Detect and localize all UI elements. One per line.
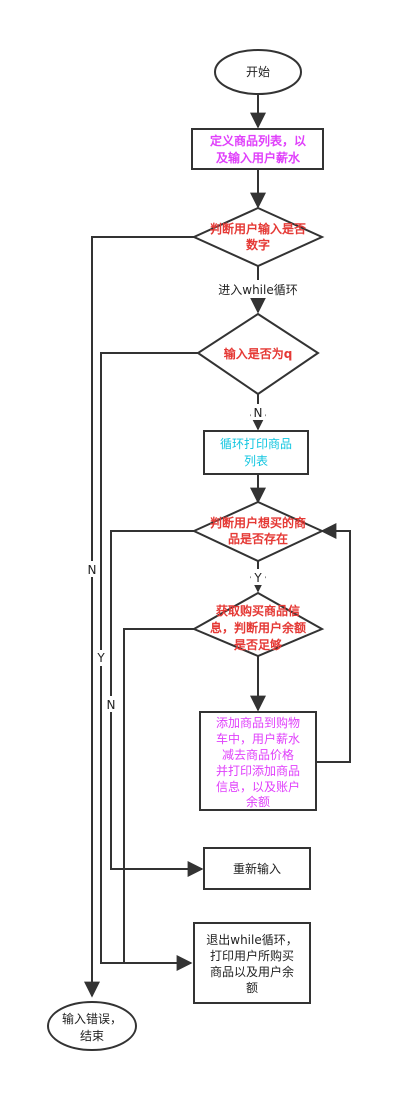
add-cart-label-line-4: 并打印添加商品 — [216, 763, 300, 778]
add-cart-label-line-5: 信息，以及账户 — [216, 779, 300, 794]
exit-loop-label-line-3: 商品以及用户余 — [210, 964, 294, 979]
enter-loop-label: 进入while循环 — [218, 283, 297, 297]
check-exists-label-line-2: 品是否存在 — [228, 531, 288, 546]
check-q-label: 输入是否为q — [224, 346, 293, 361]
edge-label-y-left: Y — [96, 651, 105, 665]
add-cart-label-line-6: 余额 — [246, 794, 270, 809]
check-number-label-line-1: 判断用户输入是否 — [210, 221, 306, 236]
edge-label-n2-left: N — [107, 698, 116, 712]
edge-label-n-left: N — [88, 563, 97, 577]
add-cart-label-line-3: 减去商品价格 — [222, 747, 294, 762]
check-number-label-line-2: 数字 — [246, 237, 270, 252]
start-node: 开始 — [214, 49, 302, 95]
define-label-line-1: 定义商品列表，以 — [210, 133, 306, 148]
add-cart-node: 添加商品到购物 车中，用户薪水 减去商品价格 并打印添加商品 信息，以及账户 余… — [199, 711, 317, 811]
end-node: 输入错误， 结束 — [47, 1001, 137, 1051]
check-exists-label-line-1: 判断用户想买的商 — [210, 515, 306, 530]
add-cart-label-line-2: 车中，用户薪水 — [216, 731, 300, 746]
print-list-label-line-2: 列表 — [244, 454, 268, 468]
reinput-label: 重新输入 — [233, 861, 281, 876]
get-info-node: 获取购买商品信 息，判断用户余额 是否足够 — [191, 591, 325, 658]
get-info-label-line-1: 获取购买商品信 — [215, 603, 300, 618]
define-label-line-2: 及输入用户薪水 — [216, 150, 301, 165]
print-list-label-line-1: 循环打印商品 — [220, 436, 292, 451]
exit-loop-label-line-4: 额 — [246, 981, 258, 995]
reinput-node: 重新输入 — [203, 847, 311, 890]
end-label-line-2: 结束 — [80, 1029, 104, 1043]
check-exists-node: 判断用户想买的商 品是否存在 — [191, 500, 325, 563]
check-q-n-label: N — [254, 406, 263, 420]
exit-loop-label-line-2: 打印用户所购买 — [210, 948, 294, 963]
exit-loop-label-line-1: 退出while循环， — [206, 933, 297, 947]
check-q-node: 输入是否为q — [196, 312, 320, 396]
get-info-label-line-3: 是否足够 — [233, 637, 282, 652]
check-number-node: 判断用户输入是否 数字 — [191, 206, 325, 268]
edge-check-q-exit — [100, 352, 198, 971]
add-cart-label-line-1: 添加商品到购物 — [216, 715, 300, 730]
edge-add-cart-loop-back — [316, 523, 351, 763]
get-info-label-line-2: 息，判断用户余额 — [210, 620, 306, 635]
edge-get-info-exit — [123, 628, 194, 963]
exit-loop-node: 退出while循环， 打印用户所购买 商品以及用户余 额 — [193, 922, 311, 1004]
end-label-line-1: 输入错误， — [62, 1011, 122, 1026]
print-list-node: 循环打印商品 列表 — [203, 430, 309, 475]
define-node: 定义商品列表，以 及输入用户薪水 — [191, 128, 324, 170]
check-exists-y-label: Y — [253, 571, 262, 585]
start-label: 开始 — [246, 65, 270, 79]
edge-check-number-end — [84, 236, 194, 998]
